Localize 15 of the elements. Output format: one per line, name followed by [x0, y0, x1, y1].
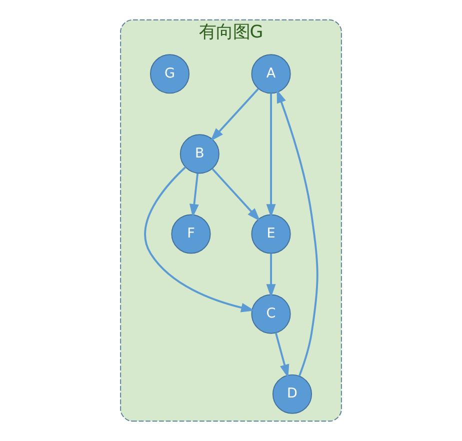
node-circle: C — [251, 294, 291, 334]
arrow — [276, 89, 318, 376]
node-circle: D — [272, 374, 312, 414]
arrow — [189, 173, 199, 218]
node-circle: B — [180, 134, 220, 174]
node-circle: A — [251, 54, 291, 94]
arrow — [266, 253, 276, 298]
node-circle: G — [150, 54, 190, 94]
arrow — [144, 166, 255, 312]
arrow — [274, 332, 290, 378]
node-circle: F — [171, 214, 211, 254]
arrow — [210, 88, 259, 142]
node-circle: E — [251, 214, 291, 254]
arrow — [266, 93, 276, 218]
arrow — [212, 168, 260, 222]
